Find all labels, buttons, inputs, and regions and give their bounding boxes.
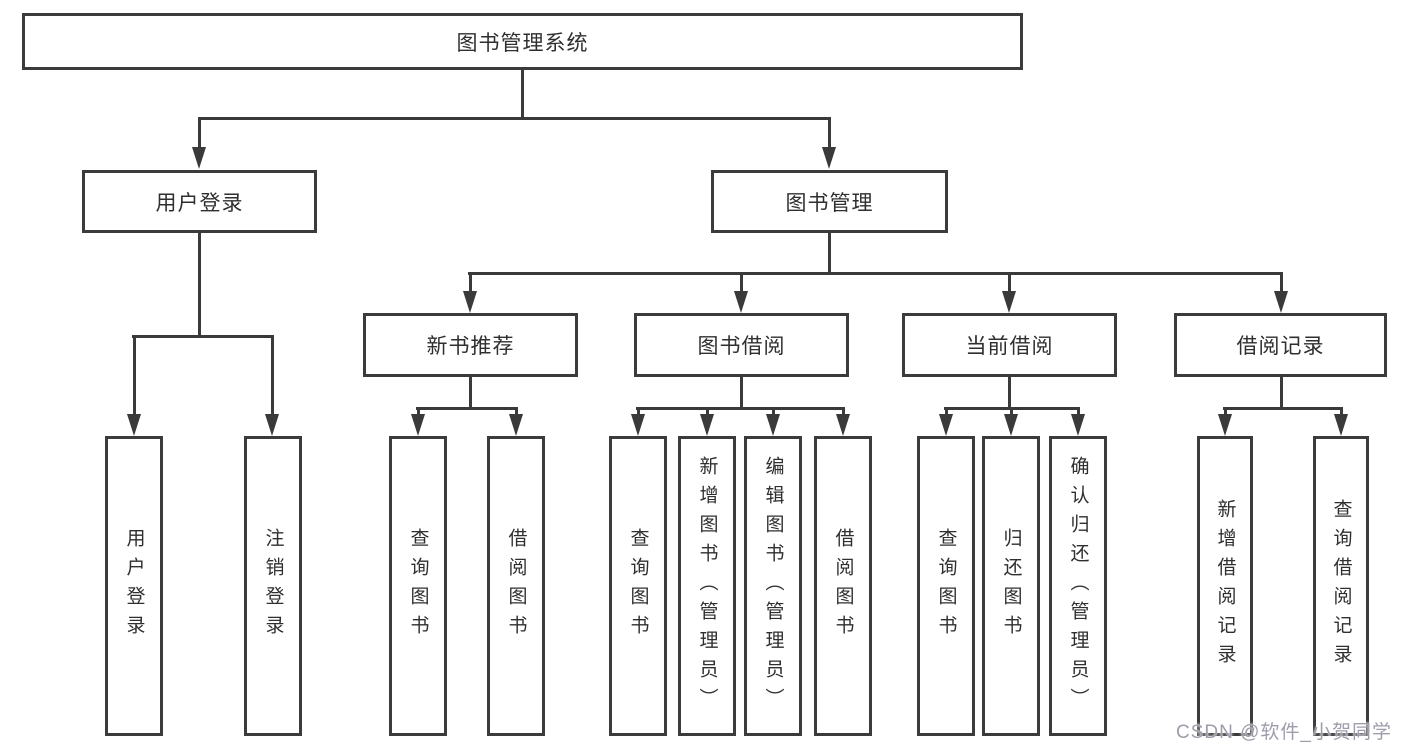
connector-user-login-stem bbox=[198, 233, 201, 337]
arrow-to-user-login bbox=[192, 117, 207, 169]
node-root-label: 图书管理系统 bbox=[456, 31, 589, 55]
arrow-current-borrowing-child-1 bbox=[939, 407, 954, 436]
node-current-borrowing-label: 当前借阅 bbox=[965, 335, 1054, 358]
arrow-new-book-child-2 bbox=[509, 407, 524, 436]
csdn-watermark: CSDN @软件_小贺同学 bbox=[1176, 722, 1392, 743]
connector-book-management-stem bbox=[828, 233, 831, 274]
node-root-system: 图书管理系统 bbox=[22, 13, 1023, 70]
arrow-to-new-book bbox=[463, 272, 478, 313]
leaf-newbook-borrow-label: 借阅图书 bbox=[505, 528, 527, 644]
node-borrow-records: 借阅记录 bbox=[1174, 313, 1387, 377]
leaf-borrowing-query: 查询图书 bbox=[609, 436, 667, 736]
leaf-user-login: 用户登录 bbox=[105, 436, 163, 736]
leaf-borrowing-add-label: 新增图书（管理员） bbox=[696, 455, 718, 717]
arrow-book-borrowing-child-3 bbox=[766, 407, 781, 436]
leaf-borrowing-add: 新增图书（管理员） bbox=[678, 436, 736, 736]
node-user-login: 用户登录 bbox=[82, 170, 317, 233]
node-book-management: 图书管理 bbox=[711, 170, 948, 233]
leaf-current-query-label: 查询图书 bbox=[935, 528, 957, 644]
arrow-current-borrowing-child-3 bbox=[1071, 407, 1086, 436]
arrow-new-book-child-1 bbox=[411, 407, 426, 436]
arrow-to-book-management bbox=[822, 117, 837, 169]
leaf-current-return: 归还图书 bbox=[982, 436, 1040, 736]
connector-level2-horizontal bbox=[198, 117, 831, 120]
node-new-book-label: 新书推荐 bbox=[426, 335, 515, 358]
arrow-borrow-records-child-2 bbox=[1334, 407, 1349, 436]
arrow-current-borrowing-child-2 bbox=[1004, 407, 1019, 436]
leaf-logout-label: 注销登录 bbox=[262, 528, 284, 644]
arrow-book-borrowing-child-2 bbox=[700, 407, 715, 436]
arrow-to-book-borrowing bbox=[734, 272, 749, 313]
arrow-book-borrowing-child-1 bbox=[631, 407, 646, 436]
connector-new-book-horizontal bbox=[416, 407, 518, 410]
node-book-borrowing-label: 图书借阅 bbox=[697, 335, 786, 358]
node-book-management-label: 图书管理 bbox=[785, 191, 874, 215]
connector-borrow-records-horizontal bbox=[1223, 407, 1343, 410]
connector-borrow-records-stem bbox=[1280, 377, 1283, 409]
leaf-records-query: 查询借阅记录 bbox=[1313, 436, 1369, 736]
connector-new-book-stem bbox=[469, 377, 472, 409]
connector-current-borrowing-stem bbox=[1008, 377, 1011, 409]
node-current-borrowing: 当前借阅 bbox=[902, 313, 1117, 377]
arrow-to-current-borrowing bbox=[1002, 272, 1017, 313]
leaf-current-confirm-return-label: 确认归还（管理员） bbox=[1067, 455, 1089, 717]
leaf-borrowing-borrow-label: 借阅图书 bbox=[832, 528, 854, 644]
connector-user-login-horizontal bbox=[132, 335, 274, 338]
leaf-user-login-label: 用户登录 bbox=[123, 528, 145, 644]
arrow-book-borrowing-child-4 bbox=[836, 407, 851, 436]
connector-book-borrowing-stem bbox=[740, 377, 743, 409]
arrow-to-leaf-login bbox=[127, 335, 142, 436]
node-user-login-label: 用户登录 bbox=[155, 191, 244, 215]
node-borrow-records-label: 借阅记录 bbox=[1236, 335, 1325, 358]
leaf-records-query-label: 查询借阅记录 bbox=[1330, 499, 1352, 673]
connector-level3-horizontal bbox=[468, 272, 1283, 275]
node-new-book: 新书推荐 bbox=[363, 313, 578, 377]
leaf-borrowing-borrow: 借阅图书 bbox=[814, 436, 872, 736]
leaf-logout: 注销登录 bbox=[244, 436, 302, 736]
connector-book-borrowing-horizontal bbox=[636, 407, 845, 410]
leaf-newbook-query-label: 查询图书 bbox=[407, 528, 429, 644]
arrow-to-leaf-logout bbox=[265, 335, 280, 436]
connector-root-stem bbox=[521, 69, 524, 119]
node-book-borrowing: 图书借阅 bbox=[634, 313, 849, 377]
leaf-newbook-query: 查询图书 bbox=[389, 436, 447, 736]
leaf-borrowing-edit-label: 编辑图书（管理员） bbox=[762, 455, 784, 717]
leaf-borrowing-edit: 编辑图书（管理员） bbox=[744, 436, 802, 736]
leaf-current-query: 查询图书 bbox=[917, 436, 975, 736]
leaf-current-return-label: 归还图书 bbox=[1000, 528, 1022, 644]
leaf-records-add-label: 新增借阅记录 bbox=[1214, 499, 1236, 673]
leaf-newbook-borrow: 借阅图书 bbox=[487, 436, 545, 736]
arrow-borrow-records-child-1 bbox=[1218, 407, 1233, 436]
arrow-to-borrow-records bbox=[1274, 272, 1289, 313]
leaf-current-confirm-return: 确认归还（管理员） bbox=[1049, 436, 1107, 736]
leaf-records-add: 新增借阅记录 bbox=[1197, 436, 1253, 736]
leaf-borrowing-query-label: 查询图书 bbox=[627, 528, 649, 644]
